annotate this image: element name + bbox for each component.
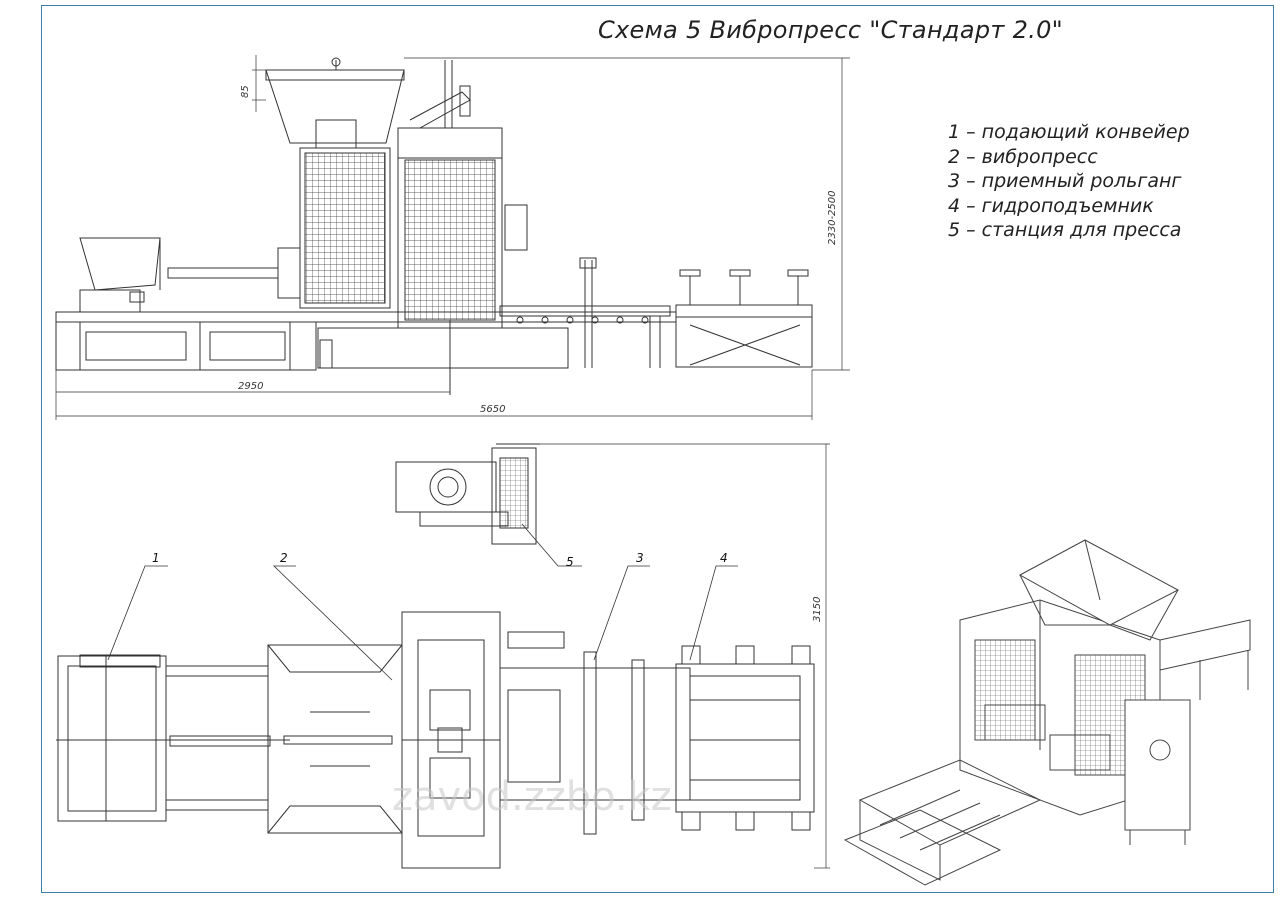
side-view	[55, 57, 813, 395]
legend-item-1: 1 – подающий конвейер	[948, 121, 1190, 143]
callout-4: 4	[720, 551, 728, 565]
parts-legend: 1 – подающий конвейер 2 – вибропресс 3 –…	[948, 120, 1190, 243]
legend-item-3: 3 – приемный рольганг	[948, 170, 1182, 192]
drawing-title: Схема 5 Вибропресс "Стандарт 2.0"	[598, 16, 1063, 44]
side-view-dimensions	[55, 55, 850, 420]
callout-3: 3	[636, 551, 644, 565]
dimension-85: 85	[240, 85, 251, 98]
dimension-2950: 2950	[238, 381, 263, 392]
dimension-3150: 3150	[812, 597, 823, 622]
callout-5: 5	[566, 555, 574, 569]
isometric-view	[843, 539, 1251, 886]
callout-leaders	[107, 523, 738, 681]
roller-marks	[516, 316, 649, 324]
watermark: zavod.zzbo.kz	[392, 774, 672, 820]
callout-1: 1	[152, 551, 160, 565]
legend-item-2: 2 – вибропресс	[948, 145, 1098, 168]
dimension-height: 2330-2500	[827, 190, 838, 245]
hydraulic-station	[395, 443, 540, 545]
dimension-5650: 5650	[480, 404, 505, 415]
legend-item-5: 5 – станция для пресса	[948, 219, 1182, 241]
plan-view	[56, 611, 815, 869]
sheet-frame	[41, 5, 1274, 893]
callout-2: 2	[280, 551, 288, 565]
plan-view-dimensions	[540, 443, 830, 869]
legend-item-4: 4 – гидроподъемник	[948, 194, 1154, 217]
